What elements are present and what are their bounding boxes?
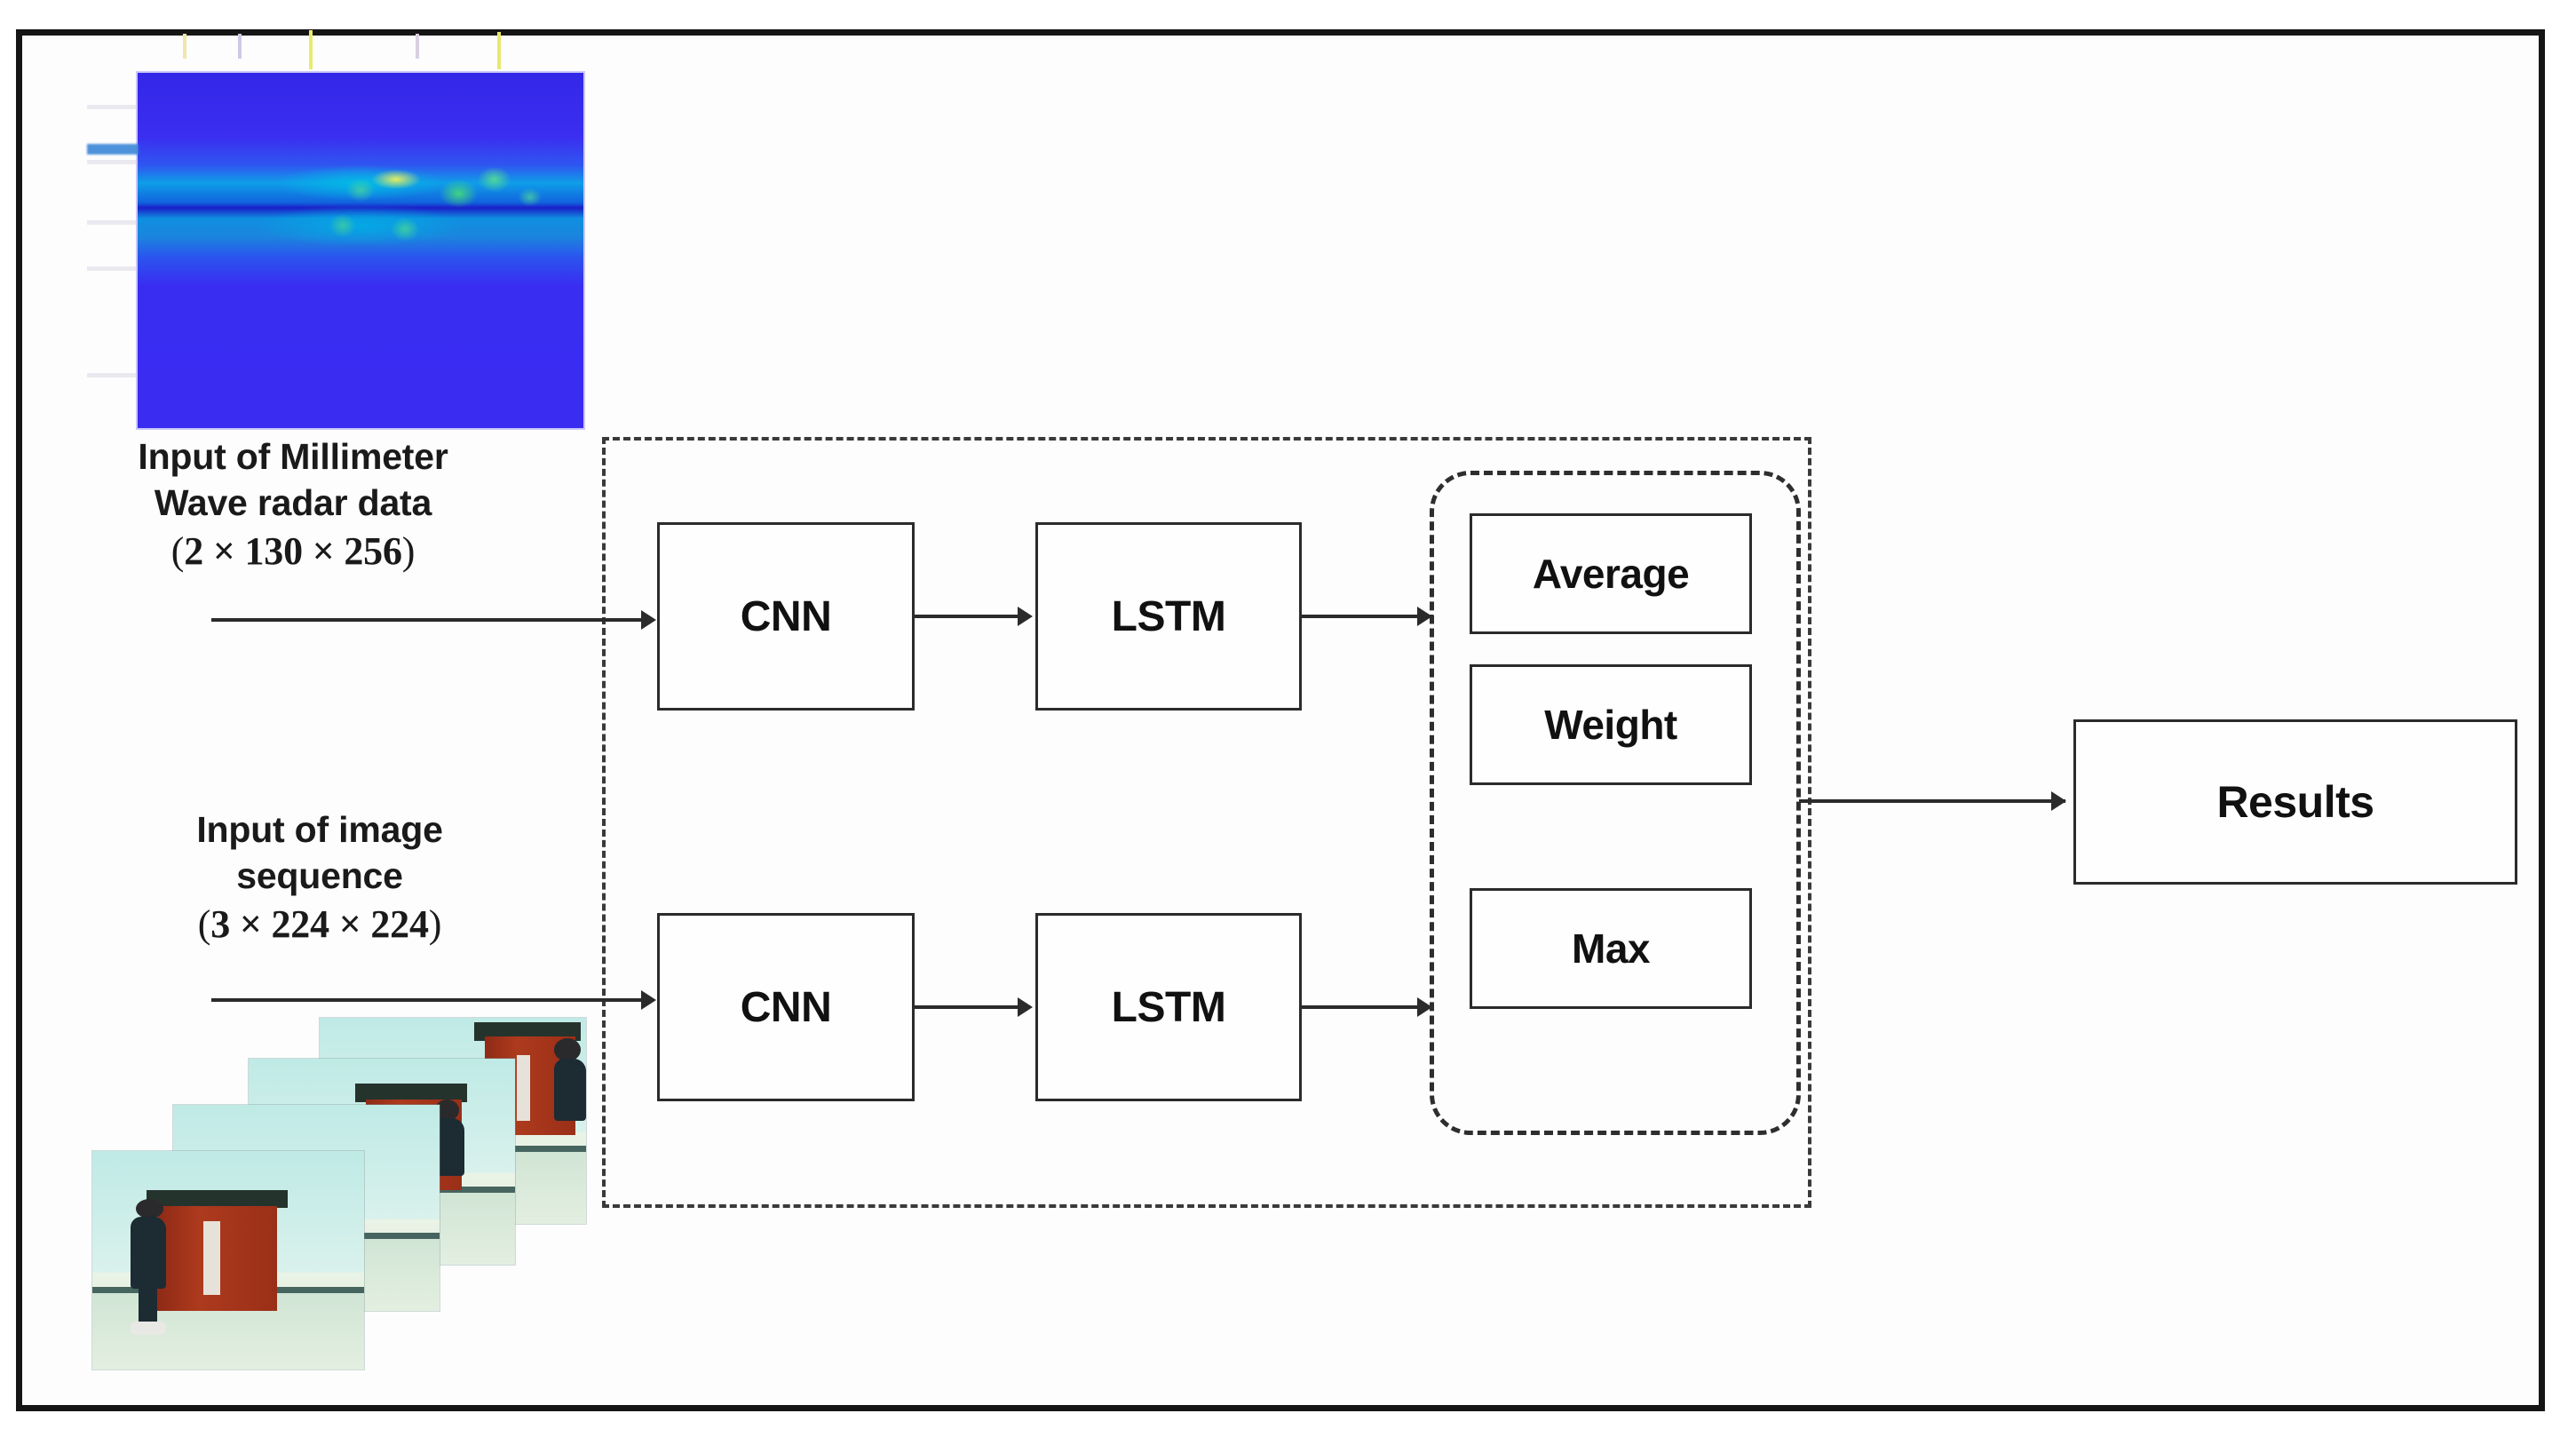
person-body-icon — [130, 1216, 166, 1289]
radar-dims-close: ) — [401, 528, 416, 573]
fusion-average-label: Average — [1532, 551, 1690, 597]
radar-lstm-label: LSTM — [1111, 592, 1226, 640]
video-dims-open: ( — [197, 901, 211, 946]
radar-caption-line2: Wave radar data — [154, 482, 432, 524]
radar-ytick-3 — [87, 220, 137, 225]
door-header-icon — [147, 1190, 289, 1208]
radar-lstm-to-fusion-connector — [1302, 615, 1433, 618]
radar-spectrogram-image — [138, 73, 583, 428]
radar-lstm-box[interactable]: LSTM — [1035, 522, 1302, 711]
micro-doppler-spectrogram-icon — [138, 73, 583, 428]
video-frame-1 — [92, 1151, 364, 1370]
radar-input-arrowhead — [641, 610, 656, 630]
video-lstm-box[interactable]: LSTM — [1035, 913, 1302, 1101]
video-caption-dims: (3 × 224 × 224) — [71, 900, 568, 949]
video-lstm-to-fusion-connector — [1302, 1005, 1433, 1009]
radar-ytick-5 — [87, 373, 137, 377]
fusion-strategy-group — [1430, 471, 1801, 1135]
video-input-connector — [211, 998, 654, 1002]
results-box[interactable]: Results — [2073, 719, 2517, 885]
video-cnn-label: CNN — [740, 983, 832, 1031]
radar-cnn-box[interactable]: CNN — [657, 522, 915, 711]
radar-tick-2 — [238, 34, 242, 59]
fusion-weight-label: Weight — [1544, 702, 1677, 748]
radar-tick-4 — [416, 34, 419, 59]
video-dims-close: ) — [428, 901, 442, 946]
radar-tick-5 — [497, 32, 501, 69]
radar-input-caption: Input of Millimeter Wave radar data (2 ×… — [36, 433, 551, 576]
fusion-to-results-arrowhead — [2051, 791, 2066, 811]
model-pipeline-region — [602, 437, 1811, 1208]
video-lstm-to-fusion-arrowhead — [1417, 997, 1432, 1017]
radar-ytick-4 — [87, 266, 137, 271]
fusion-option-weight[interactable]: Weight — [1470, 664, 1752, 785]
radar-cnn-to-lstm-arrowhead — [1018, 607, 1033, 626]
video-cnn-to-lstm-arrowhead — [1018, 997, 1033, 1017]
person-shoe-icon — [130, 1321, 166, 1335]
person-head-icon — [135, 1199, 163, 1219]
radar-cnn-label: CNN — [740, 592, 832, 640]
radar-lstm-to-fusion-arrowhead — [1417, 607, 1432, 626]
radar-cnn-to-lstm-connector — [915, 615, 1030, 618]
radar-ytick-2 — [87, 160, 137, 164]
door-glass-panel — [203, 1220, 220, 1296]
radar-caption-dims: (2 × 130 × 256) — [36, 527, 551, 576]
radar-tick-3 — [309, 30, 313, 69]
results-label: Results — [2216, 777, 2374, 827]
radar-ytick-1 — [87, 105, 137, 109]
fusion-to-results-connector — [1799, 799, 2065, 803]
video-input-arrowhead — [641, 990, 656, 1010]
video-dims-body: 3 × 224 × 224 — [210, 901, 429, 946]
radar-tick-1 — [183, 34, 186, 59]
video-lstm-label: LSTM — [1111, 983, 1226, 1031]
person-leg-icon — [139, 1282, 158, 1326]
video-input-caption: Input of image sequence (3 × 224 × 224) — [71, 806, 568, 949]
video-caption-line2: sequence — [236, 855, 403, 897]
video-caption-line1: Input of image — [196, 809, 443, 850]
radar-input-connector — [211, 618, 654, 622]
fusion-option-max[interactable]: Max — [1470, 888, 1752, 1009]
radar-dims-body: 2 × 130 × 256 — [184, 528, 402, 573]
image-sequence-frame-stack — [89, 1012, 595, 1385]
fusion-option-average[interactable]: Average — [1470, 513, 1752, 634]
video-cnn-box[interactable]: CNN — [657, 913, 915, 1101]
radar-axis-label-artifact — [87, 144, 139, 155]
radar-dims-open: ( — [170, 528, 185, 573]
radar-caption-line1: Input of Millimeter — [138, 436, 448, 477]
fusion-max-label: Max — [1572, 925, 1650, 972]
video-cnn-to-lstm-connector — [915, 1005, 1030, 1009]
